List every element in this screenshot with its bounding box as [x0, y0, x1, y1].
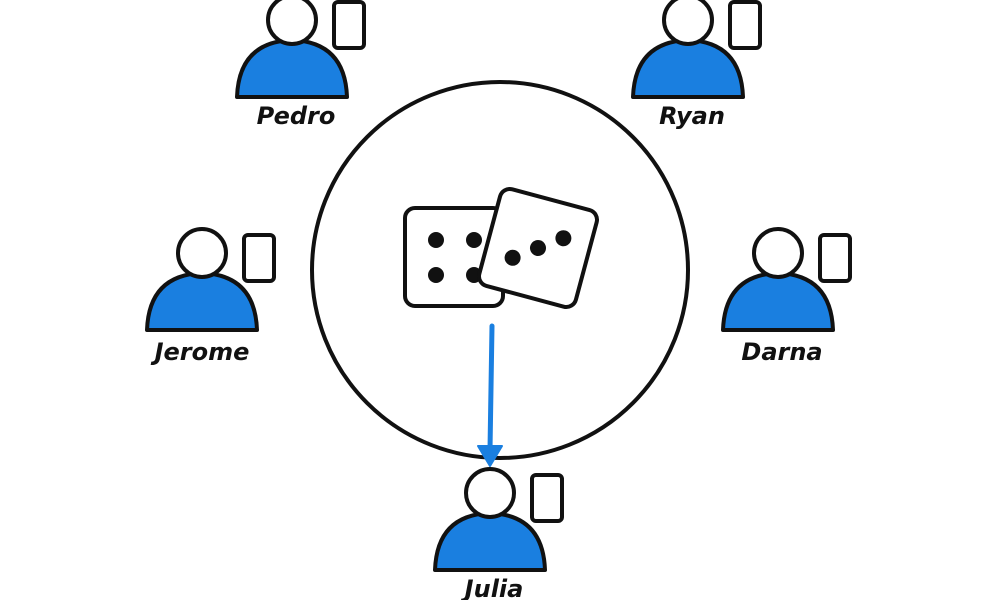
player-ryan: Ryan — [631, 0, 762, 130]
person-icon — [235, 0, 366, 99]
player-name: Ryan — [659, 102, 725, 130]
player-darna: Darna — [721, 227, 852, 366]
player-name: Darna — [741, 338, 822, 366]
person-icon — [145, 227, 276, 332]
player-jerome: Jerome — [145, 227, 276, 366]
person-icon — [433, 467, 564, 572]
person-icon — [631, 0, 762, 99]
player-pedro: Pedro — [235, 0, 366, 130]
dice-icon — [403, 187, 599, 309]
player-name: Julia — [461, 575, 524, 600]
person-icon — [721, 227, 852, 332]
table-circle — [310, 80, 690, 460]
player-name: Jerome — [151, 338, 250, 366]
turn-arrow — [477, 323, 503, 467]
player-julia: Julia — [433, 467, 564, 600]
player-name: Pedro — [257, 102, 336, 130]
die-front — [477, 187, 599, 309]
